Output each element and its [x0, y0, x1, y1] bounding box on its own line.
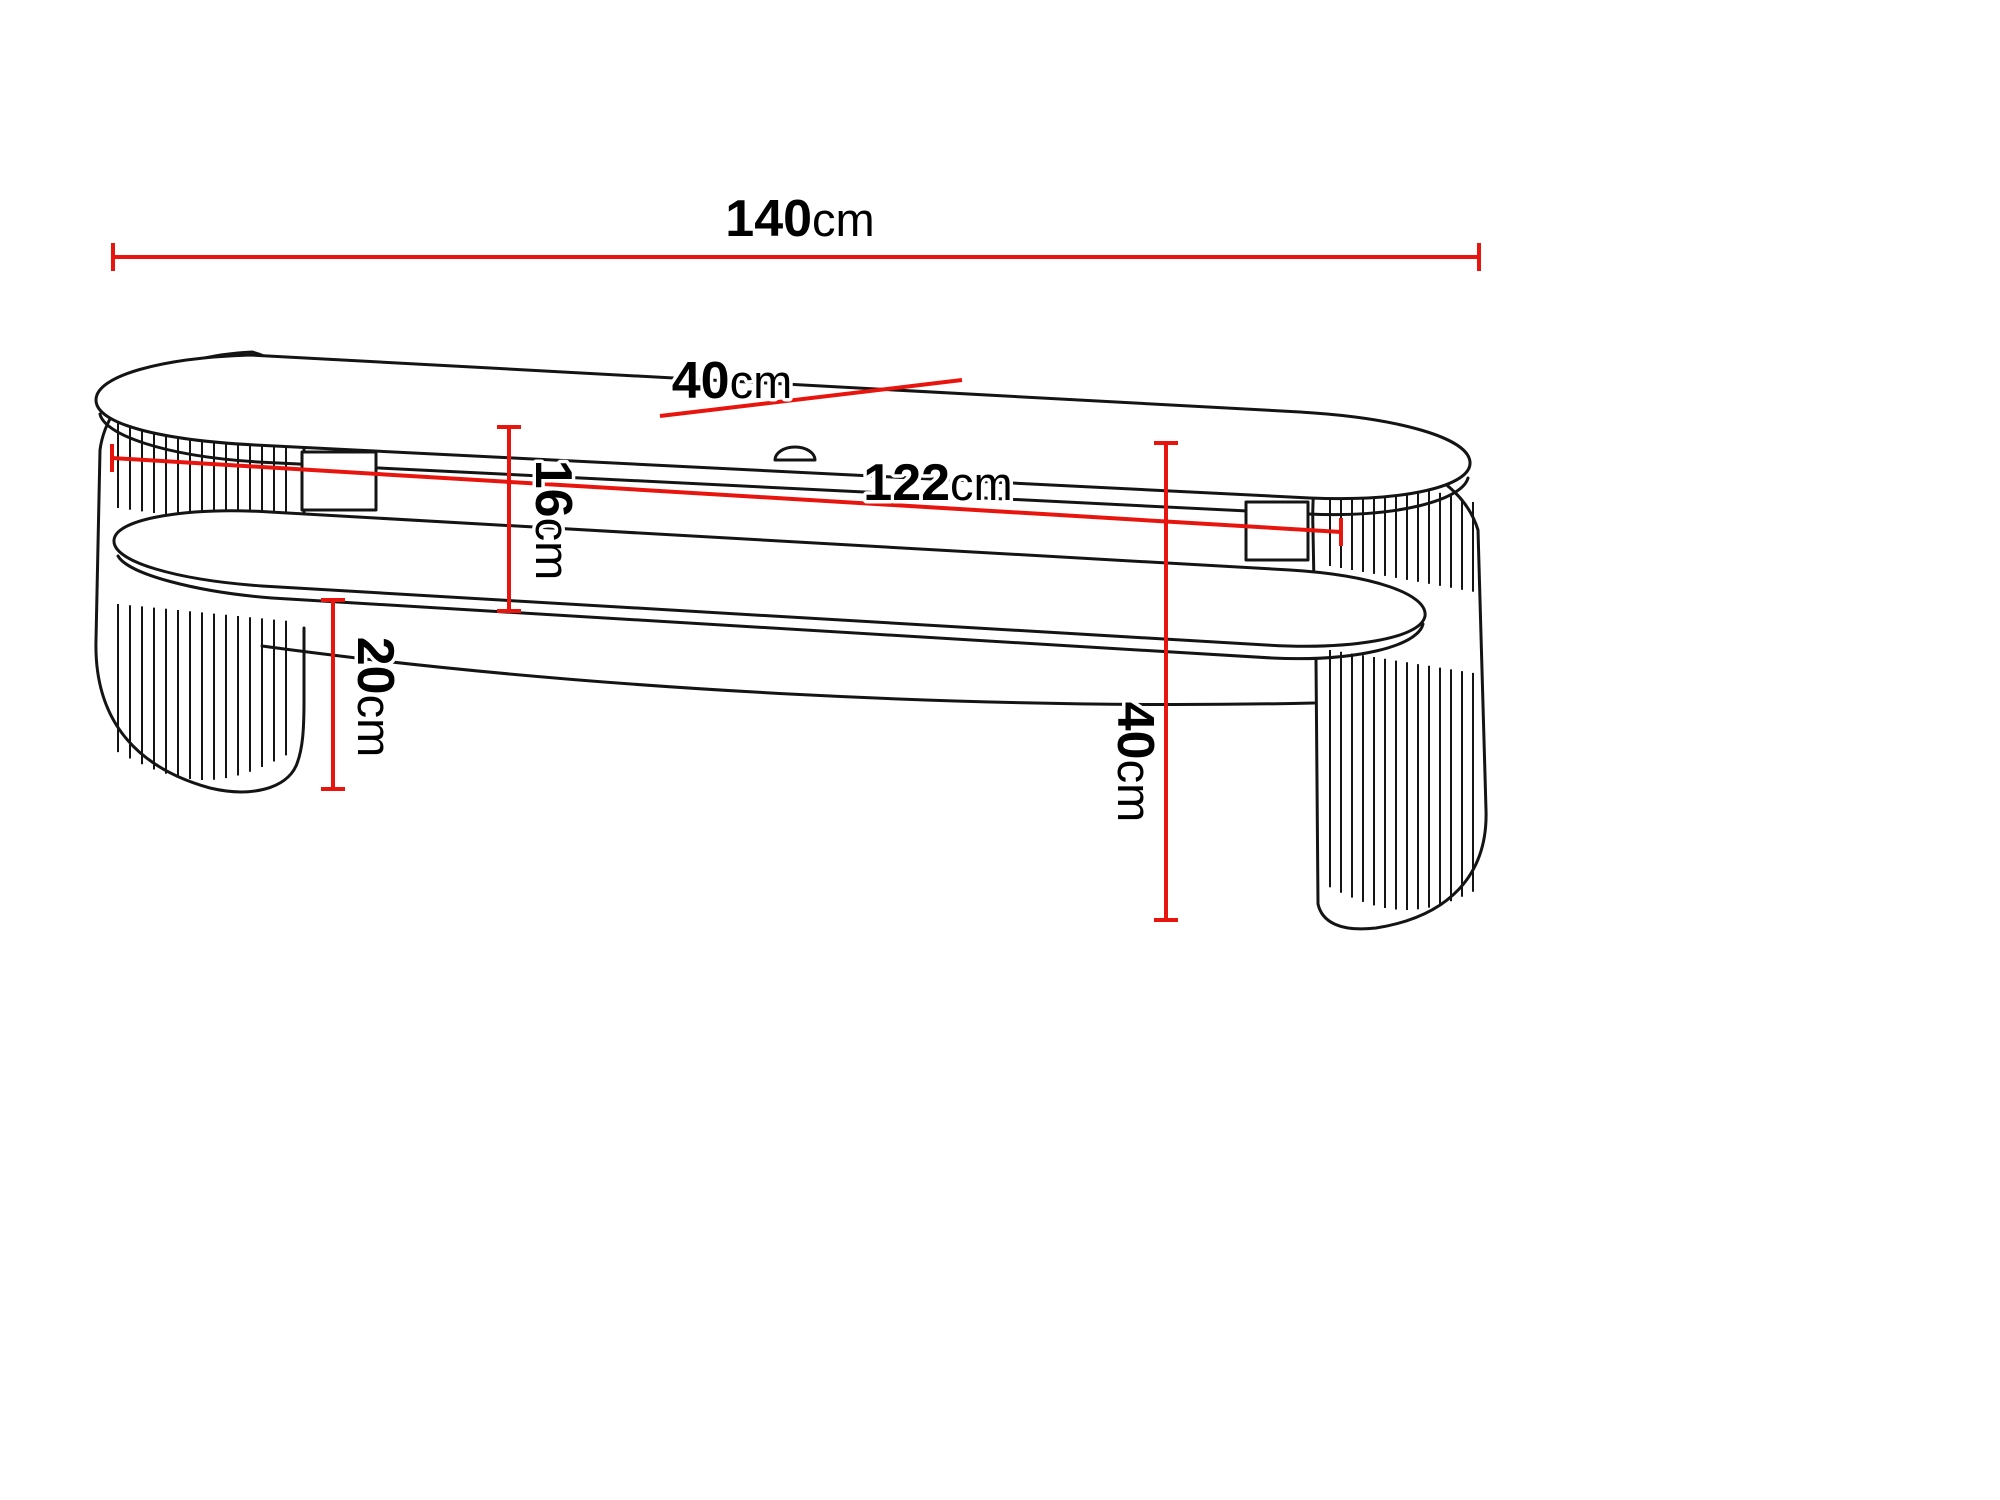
right-leg-flutes-lower — [1329, 650, 1474, 910]
dim-label-shelf-gap: 16cm — [524, 460, 582, 581]
dim-depth: 40cm — [659, 349, 963, 418]
shelf-front-edge — [116, 554, 1425, 661]
dim-width: 140cm — [111, 187, 1481, 271]
top-panel — [94, 353, 1472, 517]
cutout-right — [1244, 500, 1310, 562]
shelf-bottom-edge — [260, 644, 1316, 706]
shelf — [112, 509, 1427, 706]
left-leg-flutes-lower — [117, 604, 287, 780]
top-panel-front-edge — [98, 412, 1470, 517]
right-leg-outline — [1311, 444, 1488, 931]
dim-height: 40cm — [1103, 441, 1178, 922]
dim-leg-height: 20cm — [321, 598, 408, 791]
dim-line-inner-width — [111, 456, 1342, 534]
dim-label-width: 140cm — [725, 190, 874, 248]
top-panel-face — [94, 353, 1472, 501]
cutout-left — [300, 450, 378, 512]
dim-inner-width: 122cm — [110, 444, 1343, 546]
shelf-top-face — [112, 509, 1427, 648]
right-leg — [1311, 444, 1488, 931]
dim-label-height: 40cm — [1106, 702, 1164, 823]
dim-label-inner-width: 122cm — [863, 454, 1012, 512]
dim-label-leg-height: 20cm — [346, 637, 404, 758]
dim-line-depth — [659, 378, 963, 418]
dim-shelf-gap: 16cm — [497, 425, 586, 613]
cable-hole-icon — [773, 445, 817, 462]
dim-label-depth: 40cm — [672, 352, 793, 410]
